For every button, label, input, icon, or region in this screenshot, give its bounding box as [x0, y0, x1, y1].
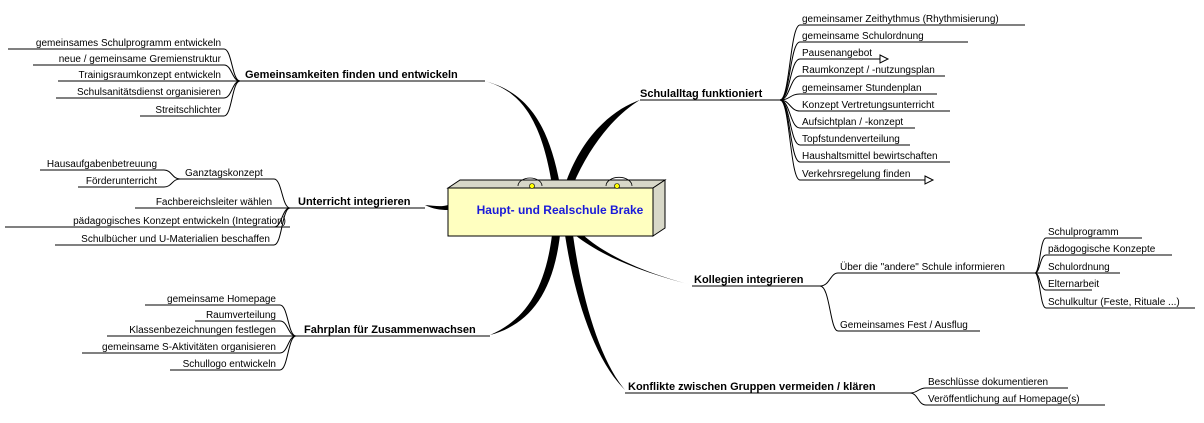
leaf-item: Förderunterricht	[86, 176, 157, 187]
leaf-item: Schulordnung	[1048, 262, 1110, 273]
branch-label: Schulalltag funktioniert	[640, 88, 763, 100]
connector-gemeinsamkeiten	[485, 81, 560, 185]
branch-konflikte[interactable]: Konflikte zwischen Gruppen vermeiden / k…	[625, 377, 1105, 406]
branch-label: Kollegien integrieren	[694, 274, 804, 286]
bulb-icon	[605, 176, 633, 189]
branch-label: Unterricht integrieren	[298, 196, 411, 208]
branch-label: Gemeinsamkeiten finden und entwickeln	[245, 69, 458, 81]
branch-schulalltag[interactable]: Schulalltag funktioniert gemeinsamer Zei…	[640, 14, 1025, 185]
leaf-item: Schulbücher und U-Materialien beschaffen	[81, 234, 270, 245]
leaf-item: gemeinsame Schulordnung	[802, 31, 924, 42]
branch-gemeinsamkeiten[interactable]: Gemeinsamkeiten finden und entwickeln ge…	[8, 38, 485, 117]
leaf-item: Schullogo entwickeln	[183, 359, 276, 370]
leaf-item: Streitschlichter	[155, 105, 221, 116]
connector-schulalltag	[565, 100, 640, 185]
leaf-item: gemeinsamer Zeithythmus (Rhythmisierung)	[802, 14, 999, 25]
leaf-item: gemeinsames Schulprogramm entwickeln	[36, 38, 221, 49]
bulb-icon	[517, 177, 543, 189]
connector-fahrplan	[490, 235, 560, 335]
branch-unterricht[interactable]: Unterricht integrieren Ganztagskonzept H…	[5, 159, 425, 246]
leaf-item: Haushaltsmittel bewirtschaften	[802, 151, 938, 162]
leaf-item: Elternarbeit	[1048, 279, 1099, 290]
connectors	[425, 81, 692, 390]
branch-fahrplan[interactable]: Fahrplan für Zusammenwachsen gemeinsame …	[82, 294, 490, 371]
leaf-item: Fachbereichsleiter wählen	[156, 197, 272, 208]
leaf-item: Schulsanitätsdienst organisieren	[77, 87, 221, 98]
leaf-item: Beschlüsse dokumentieren	[928, 377, 1048, 388]
leaf-item: pädogogische Konzepte	[1048, 244, 1156, 255]
sub-branch-ganztag: Ganztagskonzept	[185, 168, 263, 179]
branch-label: Konflikte zwischen Gruppen vermeiden / k…	[628, 381, 876, 393]
leaf-item: Trainigsraumkonzept entwickeln	[79, 70, 221, 81]
branch-kollegien[interactable]: Kollegien integrieren Über die "andere" …	[692, 227, 1195, 332]
leaf-item: gemeinsamer Stundenplan	[802, 83, 922, 94]
sub-branch-informieren: Über die "andere" Schule informieren	[840, 261, 1005, 273]
center-node[interactable]: Haupt- und Realschule Brake	[446, 176, 667, 237]
leaf-item: Aufsichtplan / -konzept	[802, 117, 903, 128]
leaf-item: Veröffentlichung auf Homepage(s)	[928, 394, 1080, 405]
leaf-item: Gemeinsames Fest / Ausflug	[840, 320, 968, 331]
leaf-item: Klassenbezeichnungen festlegen	[129, 325, 276, 336]
leaf-item: Schulkultur (Feste, Rituale ...)	[1048, 297, 1180, 308]
leaf-item: Konzept Vertretungsunterricht	[802, 100, 935, 111]
connector-kollegien	[575, 235, 692, 285]
leaf-item: gemeinsame S-Aktivitäten organisieren	[102, 342, 276, 353]
arrow-icon	[879, 54, 890, 64]
leaf-item: Topfstundenverteilung	[802, 134, 900, 145]
center-label: Haupt- und Realschule Brake	[477, 203, 644, 217]
leaf-item: pädagogisches Konzept entwickeln (Integr…	[73, 216, 286, 227]
branch-label: Fahrplan für Zusammenwachsen	[304, 324, 476, 336]
leaf-item: Verkehrsregelung finden	[802, 169, 910, 180]
leaf-item: Raumkonzept / -nutzungsplan	[802, 65, 935, 76]
leaf-item: Pausenangebot	[802, 48, 872, 59]
leaf-item: Schulprogramm	[1048, 227, 1119, 238]
connector-unterricht	[425, 205, 448, 210]
leaf-item: gemeinsame Homepage	[167, 294, 276, 305]
arrow-icon	[924, 175, 935, 185]
connector-konflikte	[565, 235, 625, 390]
leaf-item: Hausaufgabenbetreuung	[47, 159, 157, 170]
leaf-item: neue / gemeinsame Gremienstruktur	[59, 54, 222, 65]
leaf-item: Raumverteilung	[206, 310, 276, 321]
